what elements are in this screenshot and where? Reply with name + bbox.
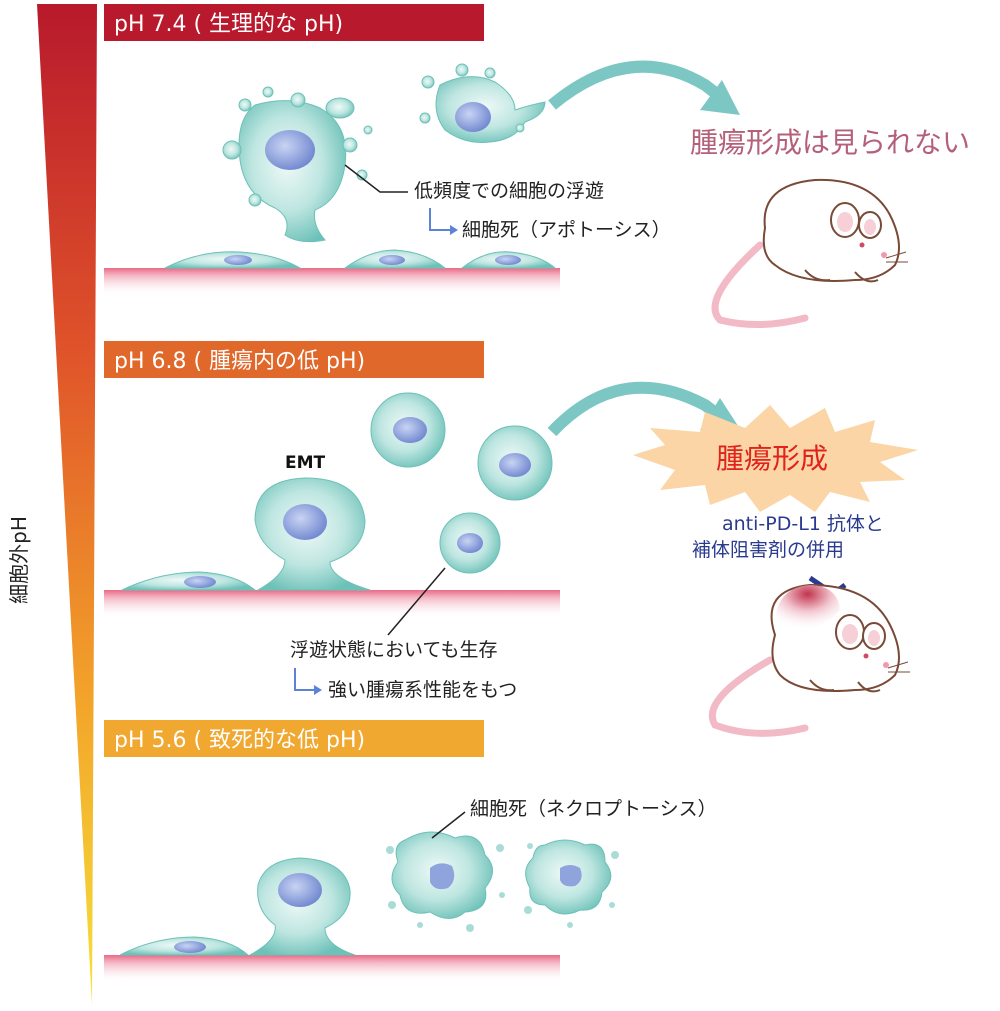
ph68-callout-arrow bbox=[294, 668, 316, 691]
ph74-header: pH 7.4 ( 生理的な pH) bbox=[114, 12, 343, 37]
emt-label: EMT bbox=[285, 453, 326, 473]
ph56-attached-cell bbox=[249, 857, 356, 956]
ph74-apoptotic-cell-1 bbox=[222, 86, 373, 243]
ph74-header-bar bbox=[104, 4, 484, 41]
necroptotic-cell-1 bbox=[386, 831, 505, 932]
treatment-line1: anti-PD-L1 抗体と bbox=[722, 513, 884, 535]
ph56-callout-line1: 細胞死（ネクロプトーシス） bbox=[470, 798, 717, 820]
floating-cell-1 bbox=[370, 392, 446, 468]
ph68-callout-leader bbox=[387, 567, 446, 636]
ph74-callout-arrow bbox=[429, 208, 452, 231]
ph74-curved-arrow bbox=[548, 60, 722, 110]
ph56-header-bar bbox=[104, 720, 484, 757]
ph56-callout-leader bbox=[431, 811, 466, 839]
ph74-healthy-mouse bbox=[711, 178, 908, 328]
floating-cell-2 bbox=[477, 425, 553, 501]
ph68-flat-cell bbox=[121, 571, 257, 591]
tumor-burst bbox=[633, 405, 918, 512]
ph68-callout-line2: 強い腫瘍系性能をもつ bbox=[328, 679, 517, 701]
ph68-substrate bbox=[104, 590, 560, 618]
ph68-header: pH 6.8 ( 腫瘍内の低 pH) bbox=[114, 349, 365, 374]
ph74-adherent-cells bbox=[164, 249, 557, 269]
ph56-header: pH 5.6 ( 致死的な低 pH) bbox=[114, 728, 365, 753]
ph74-callout-line1: 低頻度での細胞の浮遊 bbox=[414, 180, 604, 202]
ph74-apoptotic-cell-2 bbox=[419, 63, 546, 143]
axis-label: 細胞外pH bbox=[7, 516, 31, 604]
ph74-substrate bbox=[104, 268, 560, 296]
ph68-curved-arrow bbox=[547, 381, 722, 437]
ph68-header-bar bbox=[104, 341, 484, 378]
ph74-outcome: 腫瘍形成は見られない bbox=[690, 126, 970, 159]
necroptotic-cell-2 bbox=[524, 839, 619, 928]
ph56-substrate bbox=[104, 955, 560, 983]
ph68-tumor-mouse bbox=[708, 583, 910, 737]
treatment-line2: 補体阻害剤の併用 bbox=[692, 539, 844, 561]
floating-cell-3 bbox=[439, 512, 501, 574]
emt-cell bbox=[254, 477, 371, 591]
ph74-callout-leader bbox=[344, 164, 408, 193]
ph74-callout-line2: 細胞死（アポトーシス） bbox=[462, 219, 671, 241]
ph-gradient-wedge bbox=[37, 4, 97, 1005]
ph56-flat-cell bbox=[119, 936, 250, 956]
ph68-callout-line1: 浮遊状態においても生存 bbox=[290, 639, 497, 661]
ph68-outcome: 腫瘍形成 bbox=[716, 442, 828, 475]
